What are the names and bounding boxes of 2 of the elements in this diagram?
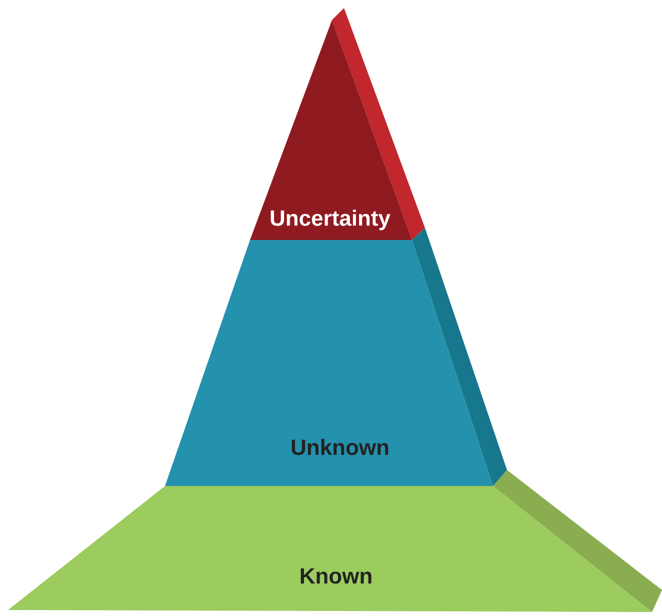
pyramid-layer: Uncertainty xyxy=(250,8,425,240)
pyramid-layer: Known xyxy=(8,470,662,612)
